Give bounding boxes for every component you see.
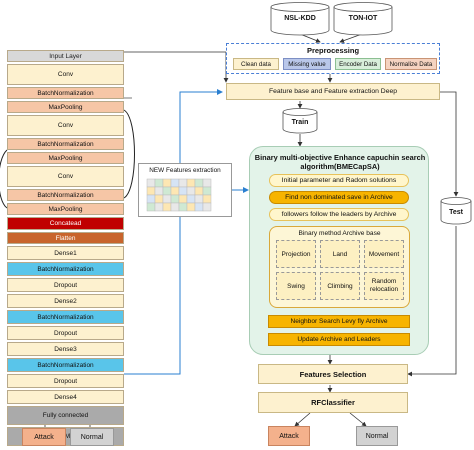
network-layer-dropout: Dropout [7,374,124,388]
network-layer-batchnormalization: BatchNormalization [7,358,124,372]
step-normalize-data: Normalize Data [385,58,437,70]
features-selection-box: Features Selection [258,364,408,384]
network-layer-input-layer: Input Layer [7,50,124,62]
preprocessing-title: Preprocessing [306,46,360,55]
step-missing-value: Missing value [283,58,331,70]
new-features-label: NEW Features extraction [149,167,221,174]
feature-grid [146,178,212,212]
step-clean-data: Clean data [233,58,279,70]
network-layer-fully-connected: Fully connected [7,406,124,425]
network-layer-dense2: Dense2 [7,294,124,308]
network-layer-concatead: Concatead [7,217,124,230]
network-layer-dropout: Dropout [7,326,124,340]
network-layer-dropout: Dropout [7,278,124,292]
rfclassifier-box: RFClassifier [258,392,408,413]
optimizer-title: Binary multi-objective Enhance capuchin … [254,153,426,171]
network-layer-dense3: Dense3 [7,342,124,356]
optimizer-panel: Binary multi-objective Enhance capuchin … [249,146,429,355]
network-layer-flatten: Flatten [7,232,124,244]
network-layer-conv: Conv [7,64,124,85]
step-encoder-data: Encoder Data [335,58,381,70]
network-layer-maxpooling: MaxPooling [7,203,124,215]
test-cylinder: Test [440,197,472,225]
network-layer-maxpooling: MaxPooling [7,152,124,164]
network-layer-dense1: Dense1 [7,246,124,260]
step-find-non-dominated: Find non dominated save in Archive [269,191,409,204]
train-cylinder: Train [282,108,318,134]
network-layer-batchnormalization: BatchNormalization [7,138,124,150]
network-layer-batchnormalization: BatchNormalization [7,310,124,324]
output-normal: Normal [356,426,398,446]
feature-base-box: Feature base and Feature extraction Deep [226,83,440,100]
step-neighbor-search: Neighbor Search Levy fly Archive [268,315,410,328]
dataset-ton-iot-label: TON-IOT [348,14,378,22]
move-random-relocation: Random relocation [364,272,404,300]
database-icon [440,197,472,225]
move-swing: Swing [276,272,316,300]
step-initial-parameter: Initial parameter and Radom solutions [269,174,409,187]
step-update-archive: Update Archive and Leaders [268,333,410,346]
dataset-nsl-kdd-label: NSL-KDD [284,14,316,22]
network-layer-conv: Conv [7,115,124,136]
train-label: Train [291,118,309,126]
dataset-nsl-kdd: NSL-KDD [270,2,330,36]
move-climbing: Climbing [320,272,360,300]
network-output-attack: Attack [22,428,66,446]
test-label: Test [449,208,463,216]
new-features-box: NEW Features extraction [138,163,232,217]
preprocessing-box: Preprocessing Clean data Missing value E… [226,43,440,74]
move-projection: Projection [276,240,316,268]
network-layer-maxpooling: MaxPooling [7,101,124,113]
network-layer-batchnormalization: BatchNormalization [7,189,124,201]
network-layer-conv: Conv [7,166,124,187]
output-attack: Attack [268,426,310,446]
database-icon [282,108,318,134]
network-layer-batchnormalization: BatchNormalization [7,87,124,99]
database-icon [270,2,330,36]
network-layer-batchnormalization: BatchNormalization [7,262,124,276]
move-movement: Movement [364,240,404,268]
database-icon [333,2,393,36]
dataset-ton-iot: TON-IOT [333,2,393,36]
step-followers: followers follow the leaders by Archive [269,208,409,221]
network-layer-dense4: Dense4 [7,390,124,404]
move-land: Land [320,240,360,268]
archive-base-box: Binary method Archive base Projection La… [269,226,410,308]
archive-base-title: Binary method Archive base [298,229,381,237]
network-output-normal: Normal [70,428,114,446]
